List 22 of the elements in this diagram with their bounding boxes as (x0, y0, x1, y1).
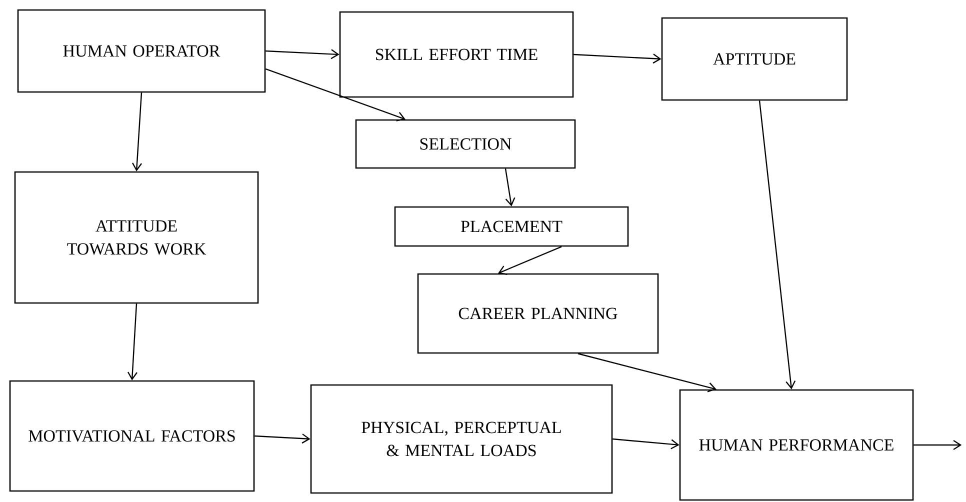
process-box: APTITUDE (661, 17, 848, 101)
process-box: HUMAN PERFORMANCE (679, 389, 914, 501)
process-box: MOTIVATIONAL FACTORS (9, 380, 255, 492)
process-box: CAREER PLANNING (417, 273, 659, 354)
arrow (265, 68, 406, 122)
process-box: PHYSICAL, PERCEPTUAL & MENTAL LOADS (310, 384, 613, 494)
arrow (578, 353, 716, 392)
process-box: HUMAN OPERATOR (17, 9, 266, 93)
process-box: SELECTION (355, 119, 576, 169)
arrow (612, 438, 680, 450)
process-box: SKILL EFFORT TIME (339, 11, 574, 98)
arrow (266, 49, 340, 60)
arrow (504, 168, 516, 206)
arrow (914, 440, 962, 450)
arrow (758, 100, 796, 390)
arrow (132, 92, 142, 172)
arrow (127, 304, 138, 380)
process-box: PLACEMENT (394, 206, 629, 247)
process-box: ATTITUDE TOWARDS WORK (14, 171, 259, 304)
arrow (498, 246, 562, 275)
arrow (574, 54, 662, 64)
arrow (254, 434, 310, 444)
